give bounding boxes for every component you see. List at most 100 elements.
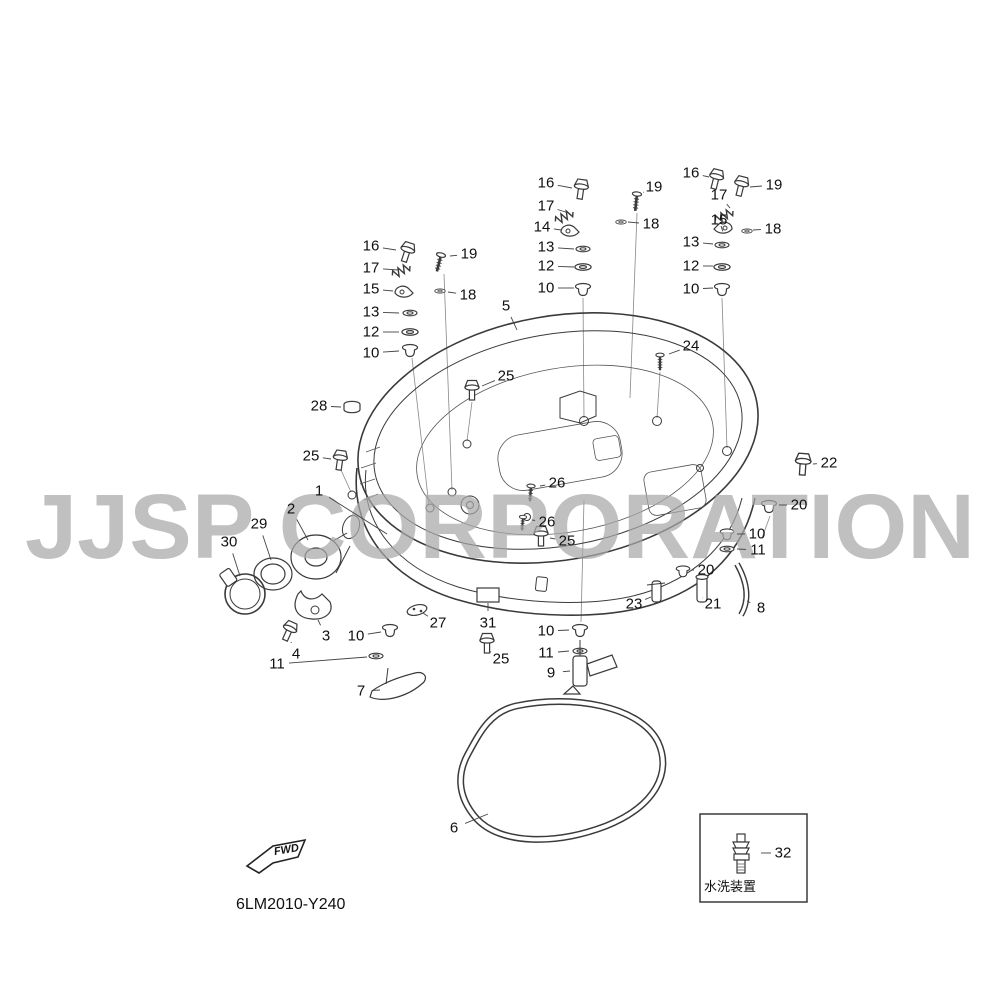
part-31-plate <box>476 587 500 603</box>
leader-line-12 <box>557 265 575 268</box>
leader-line-9 <box>562 670 571 673</box>
part-label-12: 12 <box>363 324 380 341</box>
leader-line-11 <box>557 650 570 653</box>
part-label-8: 8 <box>757 600 765 617</box>
flush-kit-inset: 水洗装置 <box>699 813 808 903</box>
leader-line-23 <box>644 596 652 600</box>
leader-line-1 <box>328 497 388 535</box>
part-label-1: 1 <box>315 483 323 500</box>
bottom-cowling <box>341 312 759 616</box>
leader-line-16 <box>382 247 397 251</box>
leader-line-2 <box>296 519 309 541</box>
part-label-13: 13 <box>363 304 380 321</box>
part-27-nut <box>406 603 428 617</box>
leader-line-3 <box>317 619 322 626</box>
leader-line-25 <box>549 537 556 540</box>
leader-line-16 <box>702 175 710 178</box>
part-label-17: 17 <box>363 260 380 277</box>
part-label-2: 2 <box>287 501 295 518</box>
part-9-latch <box>562 640 618 695</box>
part-label-25: 25 <box>498 368 515 385</box>
part-label-11: 11 <box>750 542 766 559</box>
part-label-12: 12 <box>683 258 700 275</box>
part-label-14: 14 <box>534 219 551 236</box>
part-label-21: 21 <box>705 596 722 613</box>
part-7-lever <box>369 667 426 700</box>
inset-border <box>699 813 808 903</box>
part-label-10: 10 <box>348 628 365 645</box>
leader-line-28 <box>330 406 342 408</box>
part-label-17: 17 <box>538 198 555 215</box>
part-2-fitting <box>290 532 351 580</box>
part-label-32: 32 <box>775 845 792 862</box>
leader-line-13 <box>557 247 575 250</box>
part-label-13: 13 <box>538 239 555 256</box>
part-label-18: 18 <box>765 221 782 238</box>
leader-line-26 <box>539 484 546 487</box>
leader-line-27 <box>422 612 429 617</box>
part-label-10: 10 <box>538 280 555 297</box>
part-label-13: 13 <box>683 234 700 251</box>
part-label-15: 15 <box>711 212 728 229</box>
leader-line-11 <box>288 656 368 664</box>
leader-line-30 <box>232 553 241 577</box>
detail-parts <box>219 532 750 843</box>
part-label-25: 25 <box>303 448 320 465</box>
part-label-17: 17 <box>711 187 728 204</box>
leader-line-29 <box>262 535 272 561</box>
part-label-29: 29 <box>251 516 268 533</box>
part-label-11: 11 <box>538 645 554 662</box>
exploded-guide-lines <box>340 212 771 623</box>
part-label-4: 4 <box>292 646 300 663</box>
part-label-11: 11 <box>269 656 285 673</box>
leader-line-10 <box>557 629 570 631</box>
part-label-26: 26 <box>539 514 556 531</box>
leader-line-17 <box>382 268 399 271</box>
leader-line-10 <box>367 631 382 635</box>
leader-line-25 <box>488 650 492 653</box>
part-8-hose <box>734 562 750 617</box>
leader-line-19 <box>749 185 763 188</box>
part-21-plunger <box>695 573 709 603</box>
part-label-10: 10 <box>683 281 700 298</box>
leader-line-24 <box>668 349 680 355</box>
part-label-27: 27 <box>430 615 447 632</box>
fwd-label: FWD <box>273 842 300 858</box>
leader-line-25 <box>322 457 332 460</box>
part-label-24: 24 <box>683 338 700 355</box>
part-label-28: 28 <box>311 398 328 415</box>
part-label-5: 5 <box>502 298 510 315</box>
part-3-bracket <box>294 589 332 620</box>
part-label-31: 31 <box>480 615 497 632</box>
part-label-9: 9 <box>547 665 555 682</box>
leader-line-17 <box>726 203 731 209</box>
drawing-code: 6LM2010-Y240 <box>236 896 346 913</box>
part-label-25: 25 <box>493 651 510 668</box>
leader-line-15 <box>382 289 394 292</box>
leader-line-10 <box>382 350 400 353</box>
leader-line-17 <box>557 209 570 214</box>
part-label-26: 26 <box>549 475 566 492</box>
leader-line-13 <box>702 242 714 245</box>
part-23-pin <box>646 580 666 603</box>
part-29-seal <box>253 557 293 591</box>
part-label-20: 20 <box>698 562 715 579</box>
part-label-16: 16 <box>683 165 700 182</box>
leader-line-8 <box>746 600 751 604</box>
leader-line-18 <box>627 221 640 224</box>
watermark-text: JJSP CORPORATION <box>25 476 975 578</box>
leader-line-18 <box>447 291 457 294</box>
part-30-clamp <box>219 568 266 615</box>
part-label-18: 18 <box>460 287 477 304</box>
part-label-23: 23 <box>626 596 643 613</box>
part-label-12: 12 <box>538 258 555 275</box>
leader-line-15 <box>720 225 724 232</box>
part-label-16: 16 <box>363 238 380 255</box>
leader-line-19 <box>449 254 458 257</box>
fwd-arrow: FWD <box>245 838 307 874</box>
part-6-gasket <box>457 698 667 843</box>
part-label-6: 6 <box>450 820 458 837</box>
part-label-20: 20 <box>791 497 808 514</box>
leader-line-5 <box>510 316 518 331</box>
